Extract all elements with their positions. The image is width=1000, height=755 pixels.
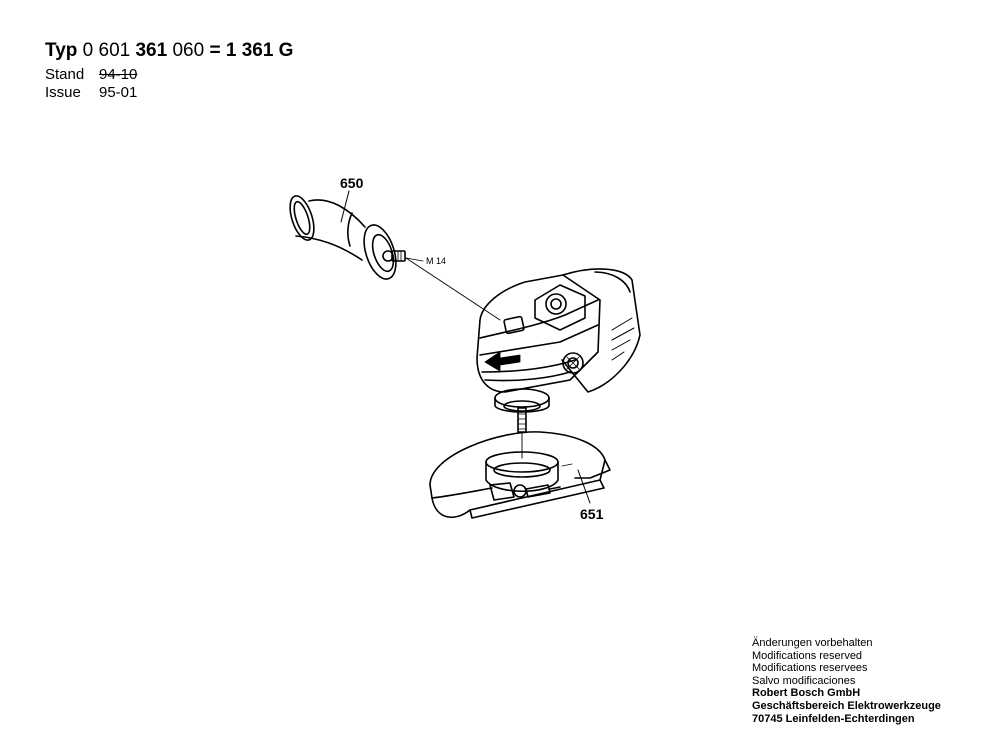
footer-line-3: Modifications reservees bbox=[752, 662, 868, 675]
typ-equals: = bbox=[209, 40, 221, 61]
typ-part4: 1 361 G bbox=[225, 40, 294, 61]
issue-label: Issue bbox=[45, 84, 81, 101]
footer-line-1: Änderungen vorbehalten bbox=[752, 637, 873, 649]
type-number: Typ 0 601 361 060 = 1 361 G bbox=[45, 40, 293, 62]
stand-value: 94-10 bbox=[99, 66, 138, 83]
thread-size-label: M 14 bbox=[426, 256, 446, 266]
typ-part1: 0 601 bbox=[82, 40, 131, 61]
typ-prefix: Typ bbox=[45, 40, 78, 61]
footer-line-2: Modifications reserved bbox=[752, 649, 863, 662]
guard-leader-line bbox=[577, 469, 591, 504]
stand-label: Stand bbox=[45, 66, 85, 83]
part-number-651: 651 bbox=[580, 506, 604, 522]
document-header: Typ 0 601 361 060 = 1 361 G Stand 94-10 … bbox=[45, 40, 293, 102]
thread-leader-line bbox=[405, 257, 424, 262]
part-number-650: 650 bbox=[340, 175, 364, 191]
footer-address: 70745 Leinfelden-Echterdingen bbox=[752, 712, 915, 725]
typ-part2: 361 bbox=[135, 40, 168, 61]
footer-division: Geschäftsbereich Elektrowerkzeuge bbox=[752, 699, 941, 712]
angle-grinder-body bbox=[476, 268, 641, 433]
protective-guard bbox=[429, 431, 611, 519]
footer-company: Robert Bosch GmbH bbox=[752, 687, 861, 700]
footer-line-4: Salvo modificaciones bbox=[752, 674, 856, 687]
typ-part3: 060 bbox=[172, 40, 205, 61]
auxiliary-handle bbox=[289, 190, 406, 280]
issue-value: 95-01 bbox=[99, 84, 138, 101]
assembly-line-handle bbox=[405, 257, 501, 321]
revision-info: Stand 94-10 Issue 95-01 bbox=[45, 66, 293, 102]
publisher-footer: Änderungen vorbehalten Modifications res… bbox=[752, 637, 941, 725]
